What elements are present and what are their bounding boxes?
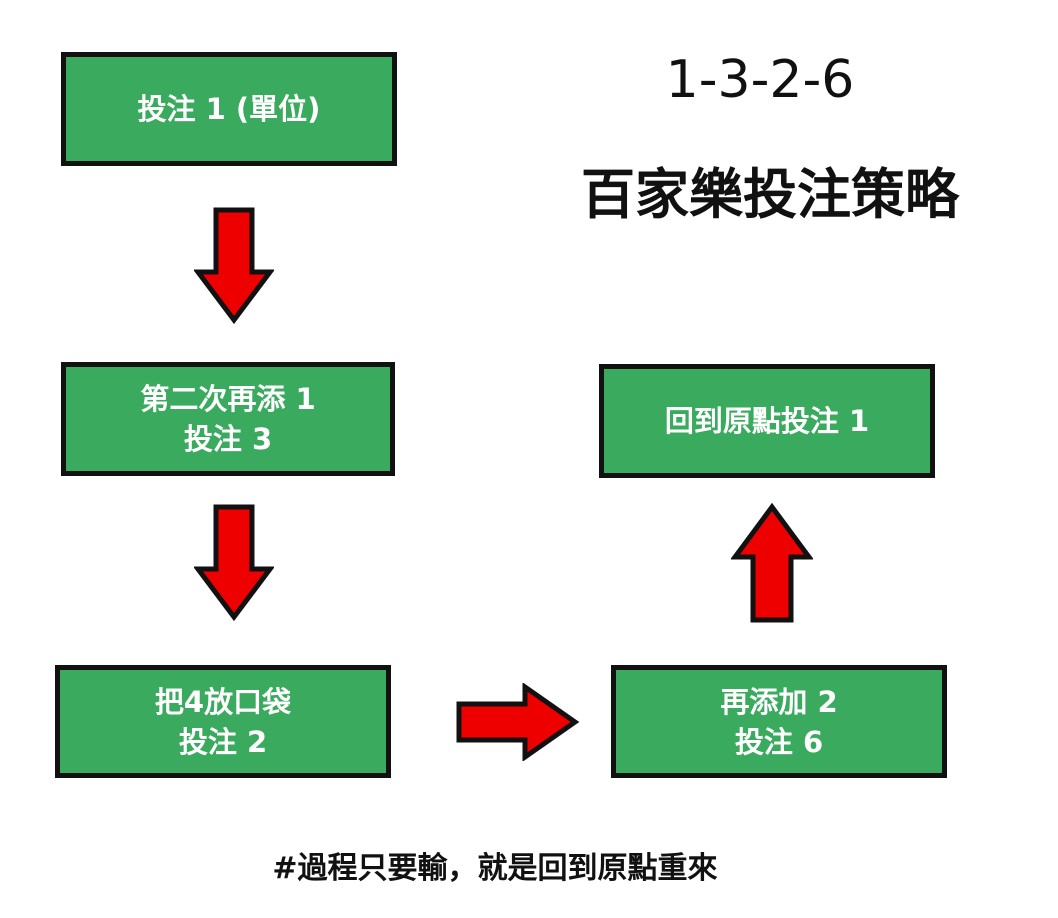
arrow-down-icon bbox=[194, 207, 274, 325]
title-numbers: 1-3-2-6 bbox=[665, 50, 855, 110]
step4-line1: 再添加 2 bbox=[720, 684, 838, 719]
step2-line1: 第二次再添 1 bbox=[140, 382, 316, 416]
step4-line2: 投注 6 bbox=[734, 724, 824, 759]
step2-line2: 投注 3 bbox=[183, 422, 273, 456]
footer-note: #過程只要輸，就是回到原點重來 bbox=[272, 851, 718, 886]
step3-line2: 投注 2 bbox=[178, 724, 268, 759]
arrow-right-icon bbox=[456, 683, 580, 761]
arrow-up-icon bbox=[731, 503, 813, 623]
step3-line1: 把4放口袋 bbox=[154, 684, 292, 719]
step4-box: 再添加 2 投注 6 bbox=[611, 665, 947, 778]
arrow-down-icon bbox=[194, 504, 274, 622]
step2-box: 第二次再添 1 投注 3 bbox=[61, 362, 395, 476]
reset-text: 回到原點投注 1 bbox=[664, 404, 870, 438]
reset-box: 回到原點投注 1 bbox=[599, 364, 935, 478]
step3-box: 把4放口袋 投注 2 bbox=[55, 665, 391, 778]
title-subtitle: 百家樂投注策略 bbox=[581, 163, 959, 226]
step1-text: 投注 1 (單位) bbox=[137, 92, 321, 126]
step1-box: 投注 1 (單位) bbox=[61, 52, 397, 166]
